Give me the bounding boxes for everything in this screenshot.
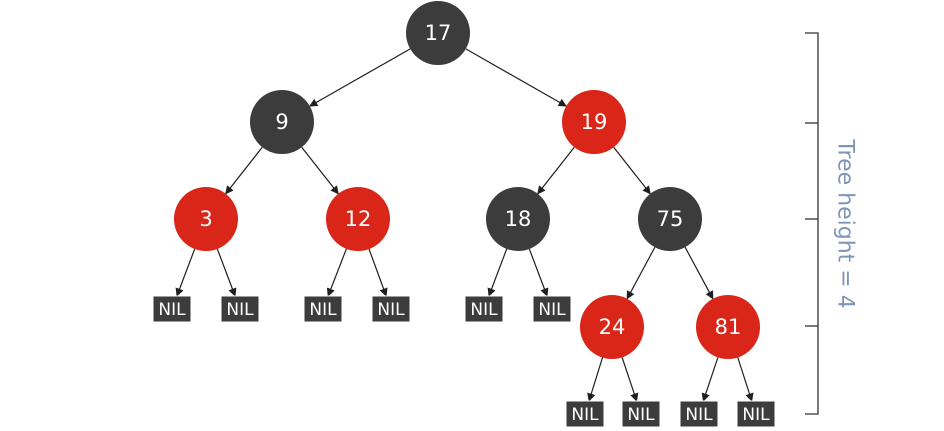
black-node-circle (638, 187, 702, 251)
nil-label: NIL (742, 405, 770, 425)
nil-leaf: NIL (736, 400, 776, 428)
nil-box (736, 400, 776, 428)
nil-label: NIL (377, 300, 405, 320)
red-node-circle (562, 90, 626, 154)
tree-node-3: 3 (174, 187, 238, 251)
edge-n9-n12 (301, 146, 339, 195)
tree-height-bracket (805, 32, 819, 415)
node-label: 17 (425, 21, 452, 45)
tree-node-75: 75 (638, 187, 702, 251)
red-node-circle (696, 295, 760, 359)
nil-label: NIL (571, 405, 599, 425)
red-node-circle (174, 187, 238, 251)
nil-label: NIL (627, 405, 655, 425)
nil-leaf: NIL (371, 295, 411, 323)
nil-leaf: NIL (303, 295, 343, 323)
nil-leaf: NIL (532, 295, 572, 323)
edge-n3-nil1 (175, 248, 196, 297)
edge-n81-nil9 (701, 357, 719, 402)
edge-n19-n75 (613, 146, 651, 195)
tree-edges (175, 48, 754, 402)
tree-node-18: 18 (486, 187, 550, 251)
tree-node-24: 24 (580, 295, 644, 359)
edge-n24-nil7 (587, 357, 604, 402)
nil-box (532, 295, 572, 323)
edge-n3-nil2 (216, 248, 237, 297)
black-node-circle (486, 187, 550, 251)
edge-n9-n3 (225, 146, 263, 195)
nil-leaf: NIL (621, 400, 661, 428)
red-node-circle (580, 295, 644, 359)
node-label: 24 (599, 315, 626, 339)
nil-box (152, 295, 192, 323)
nil-label: NIL (685, 405, 713, 425)
node-label: 18 (505, 207, 532, 231)
edge-n19-n18 (537, 146, 575, 195)
nil-leaf: NIL (565, 400, 605, 428)
edge-n12-nil3 (326, 248, 347, 297)
black-node-circle (250, 90, 314, 154)
node-label: 12 (345, 207, 372, 231)
tree-node-19: 19 (562, 90, 626, 154)
edge-n17-n19 (465, 48, 567, 107)
tree-node-9: 9 (250, 90, 314, 154)
nil-label: NIL (538, 300, 566, 320)
edge-n81-nil10 (737, 357, 754, 402)
nil-box (565, 400, 605, 428)
edge-n12-nil4 (368, 248, 388, 297)
nil-box (621, 400, 661, 428)
nil-label: NIL (226, 300, 254, 320)
edge-n75-n24 (626, 246, 656, 300)
nil-leaf: NIL (220, 295, 260, 323)
nil-leaf: NIL (464, 295, 504, 323)
nil-box (679, 400, 719, 428)
tree-node-17: 17 (406, 1, 470, 65)
tree-node-12: 12 (326, 187, 390, 251)
tree-height-label: Tree height = 4 (833, 138, 858, 308)
nil-leaf: NIL (152, 295, 192, 323)
nil-box (371, 295, 411, 323)
edge-n18-nil6 (528, 248, 549, 297)
nil-box (220, 295, 260, 323)
red-node-circle (326, 187, 390, 251)
tree-nodes: 17 9 19 3 12 18 75 24 81 (174, 1, 760, 359)
black-node-circle (406, 1, 470, 65)
edge-n18-nil5 (487, 248, 508, 297)
nil-label: NIL (158, 300, 186, 320)
node-label: 75 (657, 207, 684, 231)
nil-box (303, 295, 343, 323)
nil-label: NIL (309, 300, 337, 320)
node-label: 19 (581, 110, 608, 134)
node-label: 81 (715, 315, 742, 339)
node-label: 3 (199, 207, 212, 231)
tree-node-81: 81 (696, 295, 760, 359)
edge-n24-nil8 (621, 357, 639, 402)
nil-label: NIL (470, 300, 498, 320)
nil-leaf: NIL (679, 400, 719, 428)
nil-leaves: NIL NIL NIL NIL NIL NIL NIL NIL NIL NIL (152, 295, 776, 428)
edge-n17-n9 (309, 48, 411, 107)
edge-n75-n81 (684, 246, 714, 300)
nil-box (464, 295, 504, 323)
node-label: 9 (275, 110, 288, 134)
